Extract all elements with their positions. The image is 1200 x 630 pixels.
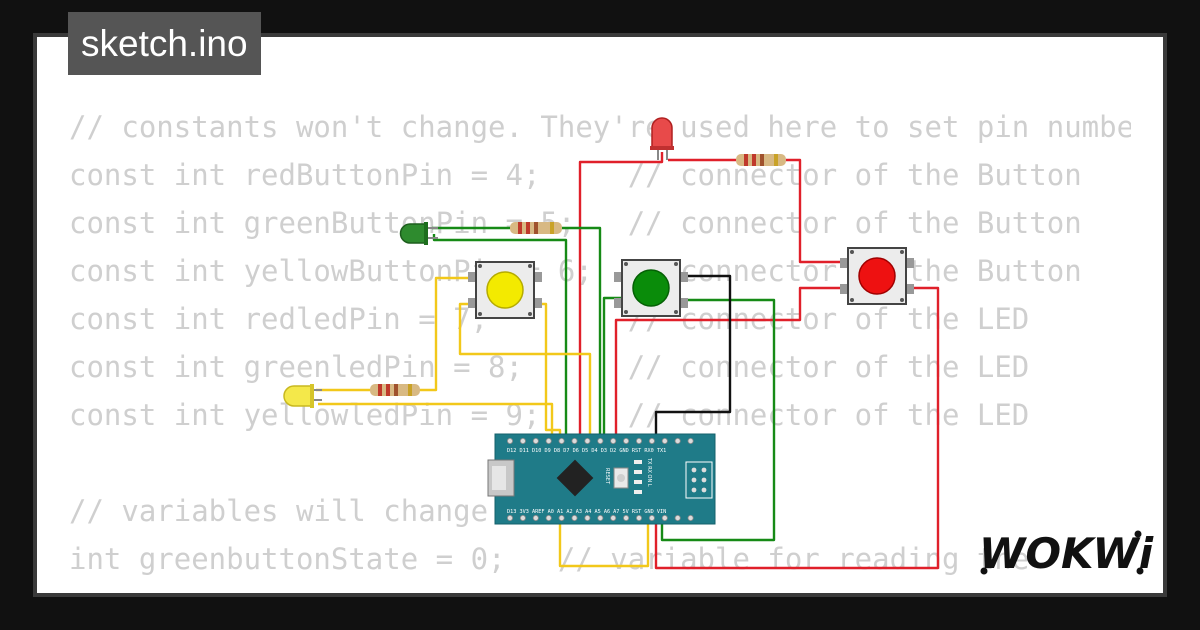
pushbutton-red[interactable] <box>840 247 914 305</box>
wire-green-resistor <box>432 226 602 440</box>
top-pin-labels: D12 D11 D10 D9 D8 D7 D6 D5 D4 D3 D2 GND … <box>507 448 666 454</box>
header-pin <box>571 437 578 444</box>
microcontroller-chip <box>556 459 594 497</box>
header-pin <box>597 437 604 444</box>
header-pin <box>519 515 526 522</box>
file-tab[interactable]: sketch.ino <box>68 12 261 75</box>
header-pin <box>558 437 565 444</box>
header-pin <box>532 515 539 522</box>
wire-red-resistor <box>668 158 848 264</box>
header-pin <box>597 515 604 522</box>
header-pin <box>687 437 694 444</box>
header-pin <box>636 437 643 444</box>
header-pin <box>506 437 513 444</box>
header-pin <box>571 515 578 522</box>
wire-red-button <box>614 286 848 440</box>
wire-yellow-power <box>534 302 650 568</box>
status-led-l <box>634 490 642 494</box>
led-green[interactable] <box>399 222 439 245</box>
header-pin <box>623 437 630 444</box>
status-led-tx <box>634 460 642 464</box>
led-yellow[interactable] <box>283 384 322 408</box>
header-pin <box>584 437 591 444</box>
wokwi-logo-text: WOKWi <box>979 529 1154 578</box>
header-pin <box>545 515 552 522</box>
header-pin <box>674 437 681 444</box>
resistor-yellow[interactable] <box>370 384 420 396</box>
wire-red-power <box>654 286 940 570</box>
code-line: // constants won't change. They're used … <box>69 110 1131 144</box>
status-led-on <box>634 480 642 484</box>
resistor-green[interactable] <box>510 222 562 234</box>
status-led-rx <box>634 470 642 474</box>
code-line: // variables will change: <box>69 494 506 528</box>
status-led-labels: TX RX ON L <box>646 457 652 487</box>
header-pin <box>532 437 539 444</box>
header-pin <box>545 437 552 444</box>
header-pin <box>558 515 565 522</box>
code-line: int redbuttonState = 0; // variable for … <box>69 583 1131 593</box>
header-pin <box>519 437 526 444</box>
wire-yellow-led <box>318 402 554 440</box>
header-pin <box>661 437 668 444</box>
header-pin <box>648 437 655 444</box>
wokwi-logo: WOKWi <box>979 529 1154 578</box>
pushbutton-green[interactable] <box>614 259 688 317</box>
resistor-red[interactable] <box>736 154 786 166</box>
led-red[interactable] <box>650 117 674 160</box>
code-line: const int redButtonPin = 4; // connector… <box>69 158 1082 192</box>
header-pin <box>687 515 694 522</box>
code-line: int greenbuttonState = 0; // variable fo… <box>69 542 1030 576</box>
code-line: const int yellowButtonPin = 6; // connec… <box>69 254 1082 288</box>
code-line: const int greenledPin = 8; // connector … <box>69 350 1030 384</box>
header-pin <box>648 515 655 522</box>
wire-red-led <box>578 152 664 440</box>
header-pin <box>636 515 643 522</box>
arduino-nano-board[interactable]: D12 D11 D10 D9 D8 D7 D6 D5 D4 D3 D2 GND … <box>487 433 716 525</box>
pushbutton-yellow[interactable] <box>468 261 542 319</box>
bottom-pin-row <box>506 515 694 522</box>
icsp-header <box>685 461 713 499</box>
wire-yellow-button <box>458 302 592 440</box>
header-pin <box>584 515 591 522</box>
header-pin <box>610 437 617 444</box>
top-pin-row <box>506 437 694 444</box>
header-pin <box>506 515 513 522</box>
wire-black-gnd <box>654 274 732 440</box>
header-pin <box>661 515 668 522</box>
header-pin <box>610 515 617 522</box>
bottom-pin-labels: D13 3V3 AREF A0 A1 A2 A3 A4 A5 A6 A7 5V … <box>507 509 666 515</box>
wire-green-power <box>660 298 776 542</box>
reset-label: RESET <box>604 468 610 485</box>
code-line: const int greenButtonPin = 5; // connect… <box>69 206 1082 240</box>
header-pin <box>674 515 681 522</box>
header-pin <box>623 515 630 522</box>
wire-yellow-resistor <box>316 276 476 392</box>
